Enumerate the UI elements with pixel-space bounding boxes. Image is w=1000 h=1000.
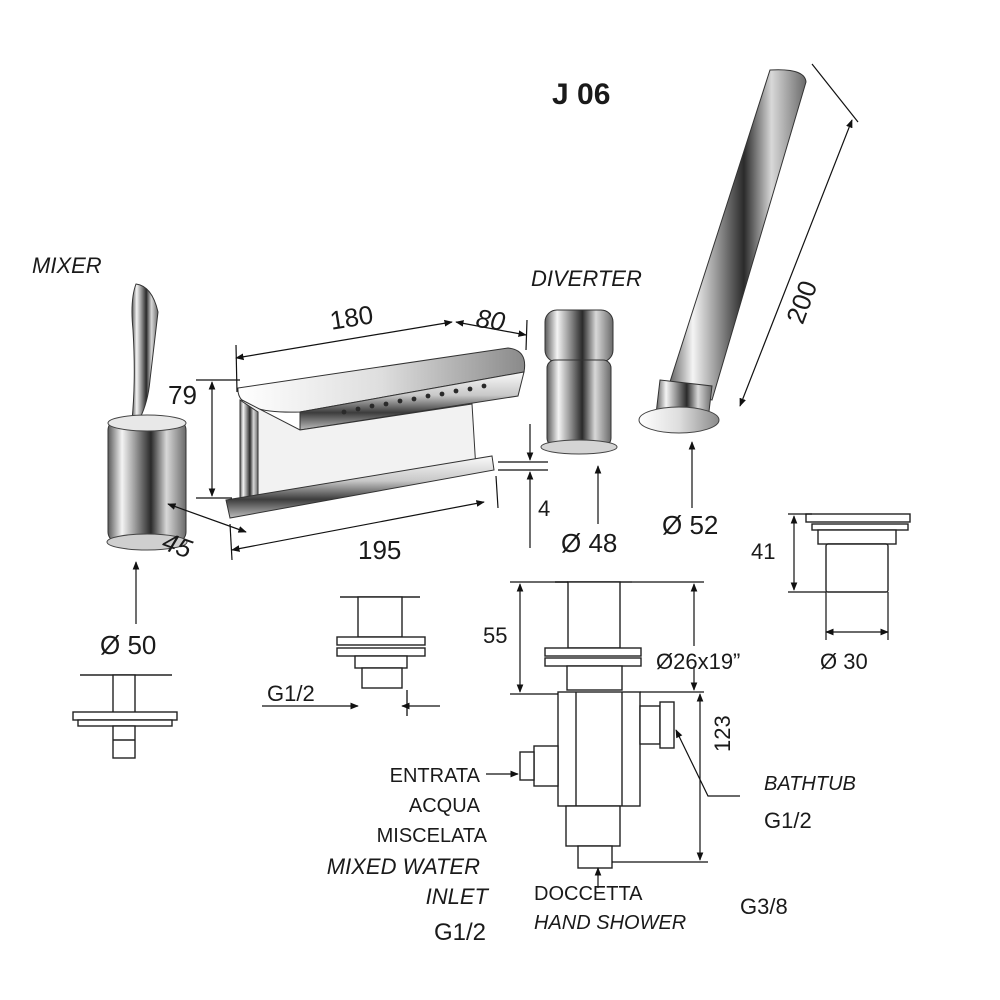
inlet-label-it-2: ACQUA	[408, 795, 480, 817]
mixer-body	[107, 419, 187, 543]
dim-spout-height: 79	[168, 380, 197, 410]
inlet-label-it-1: ENTRATA	[389, 765, 480, 787]
dim-mixer-diameter: Ø 50	[100, 630, 157, 660]
hand-shower-drawing	[638, 69, 807, 434]
inlet-label-it-3: MISCELATA	[376, 825, 487, 847]
dim-diverter-body-height: 123	[710, 715, 735, 752]
hand-shower-label-it: DOCCETTA	[534, 883, 643, 905]
diverter-drawing	[540, 309, 618, 455]
diverter-body	[546, 359, 612, 447]
bathtub-thread: G1/2	[764, 808, 812, 833]
dimension-lines	[132, 63, 889, 888]
bathtub-label: BATHTUB	[764, 773, 856, 795]
holder-body-section	[805, 513, 911, 593]
dim-spout-gap: 4	[538, 496, 551, 521]
spout-drawing	[225, 347, 526, 519]
mixer-label: MIXER	[32, 253, 102, 278]
dim-diverter-depth: 55	[483, 623, 508, 648]
dim-spout-base: 195	[358, 535, 402, 565]
hand-shower-label-en: HAND SHOWER	[534, 912, 687, 934]
mixer-drawing	[106, 283, 188, 551]
mixer-top	[107, 414, 187, 432]
hand-shower-handle	[667, 69, 807, 401]
mixer-lever	[131, 283, 159, 421]
dim-spout-connection: G1/2	[267, 681, 315, 706]
mixer-base	[106, 533, 188, 551]
spout-front	[299, 371, 525, 431]
diverter-base	[540, 439, 618, 455]
dim-diverter-diameter: Ø 48	[561, 528, 618, 558]
model-title: J 06	[552, 78, 611, 111]
inlet-thread: G1/2	[433, 919, 486, 946]
hand-shower-base	[638, 406, 720, 434]
mixer-fitting-section	[72, 674, 178, 759]
diverter-cap	[544, 309, 614, 363]
dim-spout-overhang: 80	[474, 303, 507, 337]
dim-holder-diameter: Ø 52	[662, 510, 719, 540]
spout-fitting-section	[336, 596, 426, 716]
inlet-label-en-1: MIXED WATER	[326, 854, 480, 879]
diverter-body-section	[519, 581, 675, 869]
dim-diverter-thread: Ø26x19”	[656, 649, 741, 674]
dim-holder-body-diameter: Ø 30	[820, 649, 868, 674]
dim-holder-height: 41	[751, 539, 776, 564]
dim-spout-length: 180	[327, 299, 376, 336]
inlet-label-en-2: INLET	[425, 884, 488, 909]
hand-shower-thread: G3/8	[740, 894, 788, 919]
diverter-label: DIVERTER	[531, 266, 642, 291]
spout-outlets	[341, 383, 487, 415]
